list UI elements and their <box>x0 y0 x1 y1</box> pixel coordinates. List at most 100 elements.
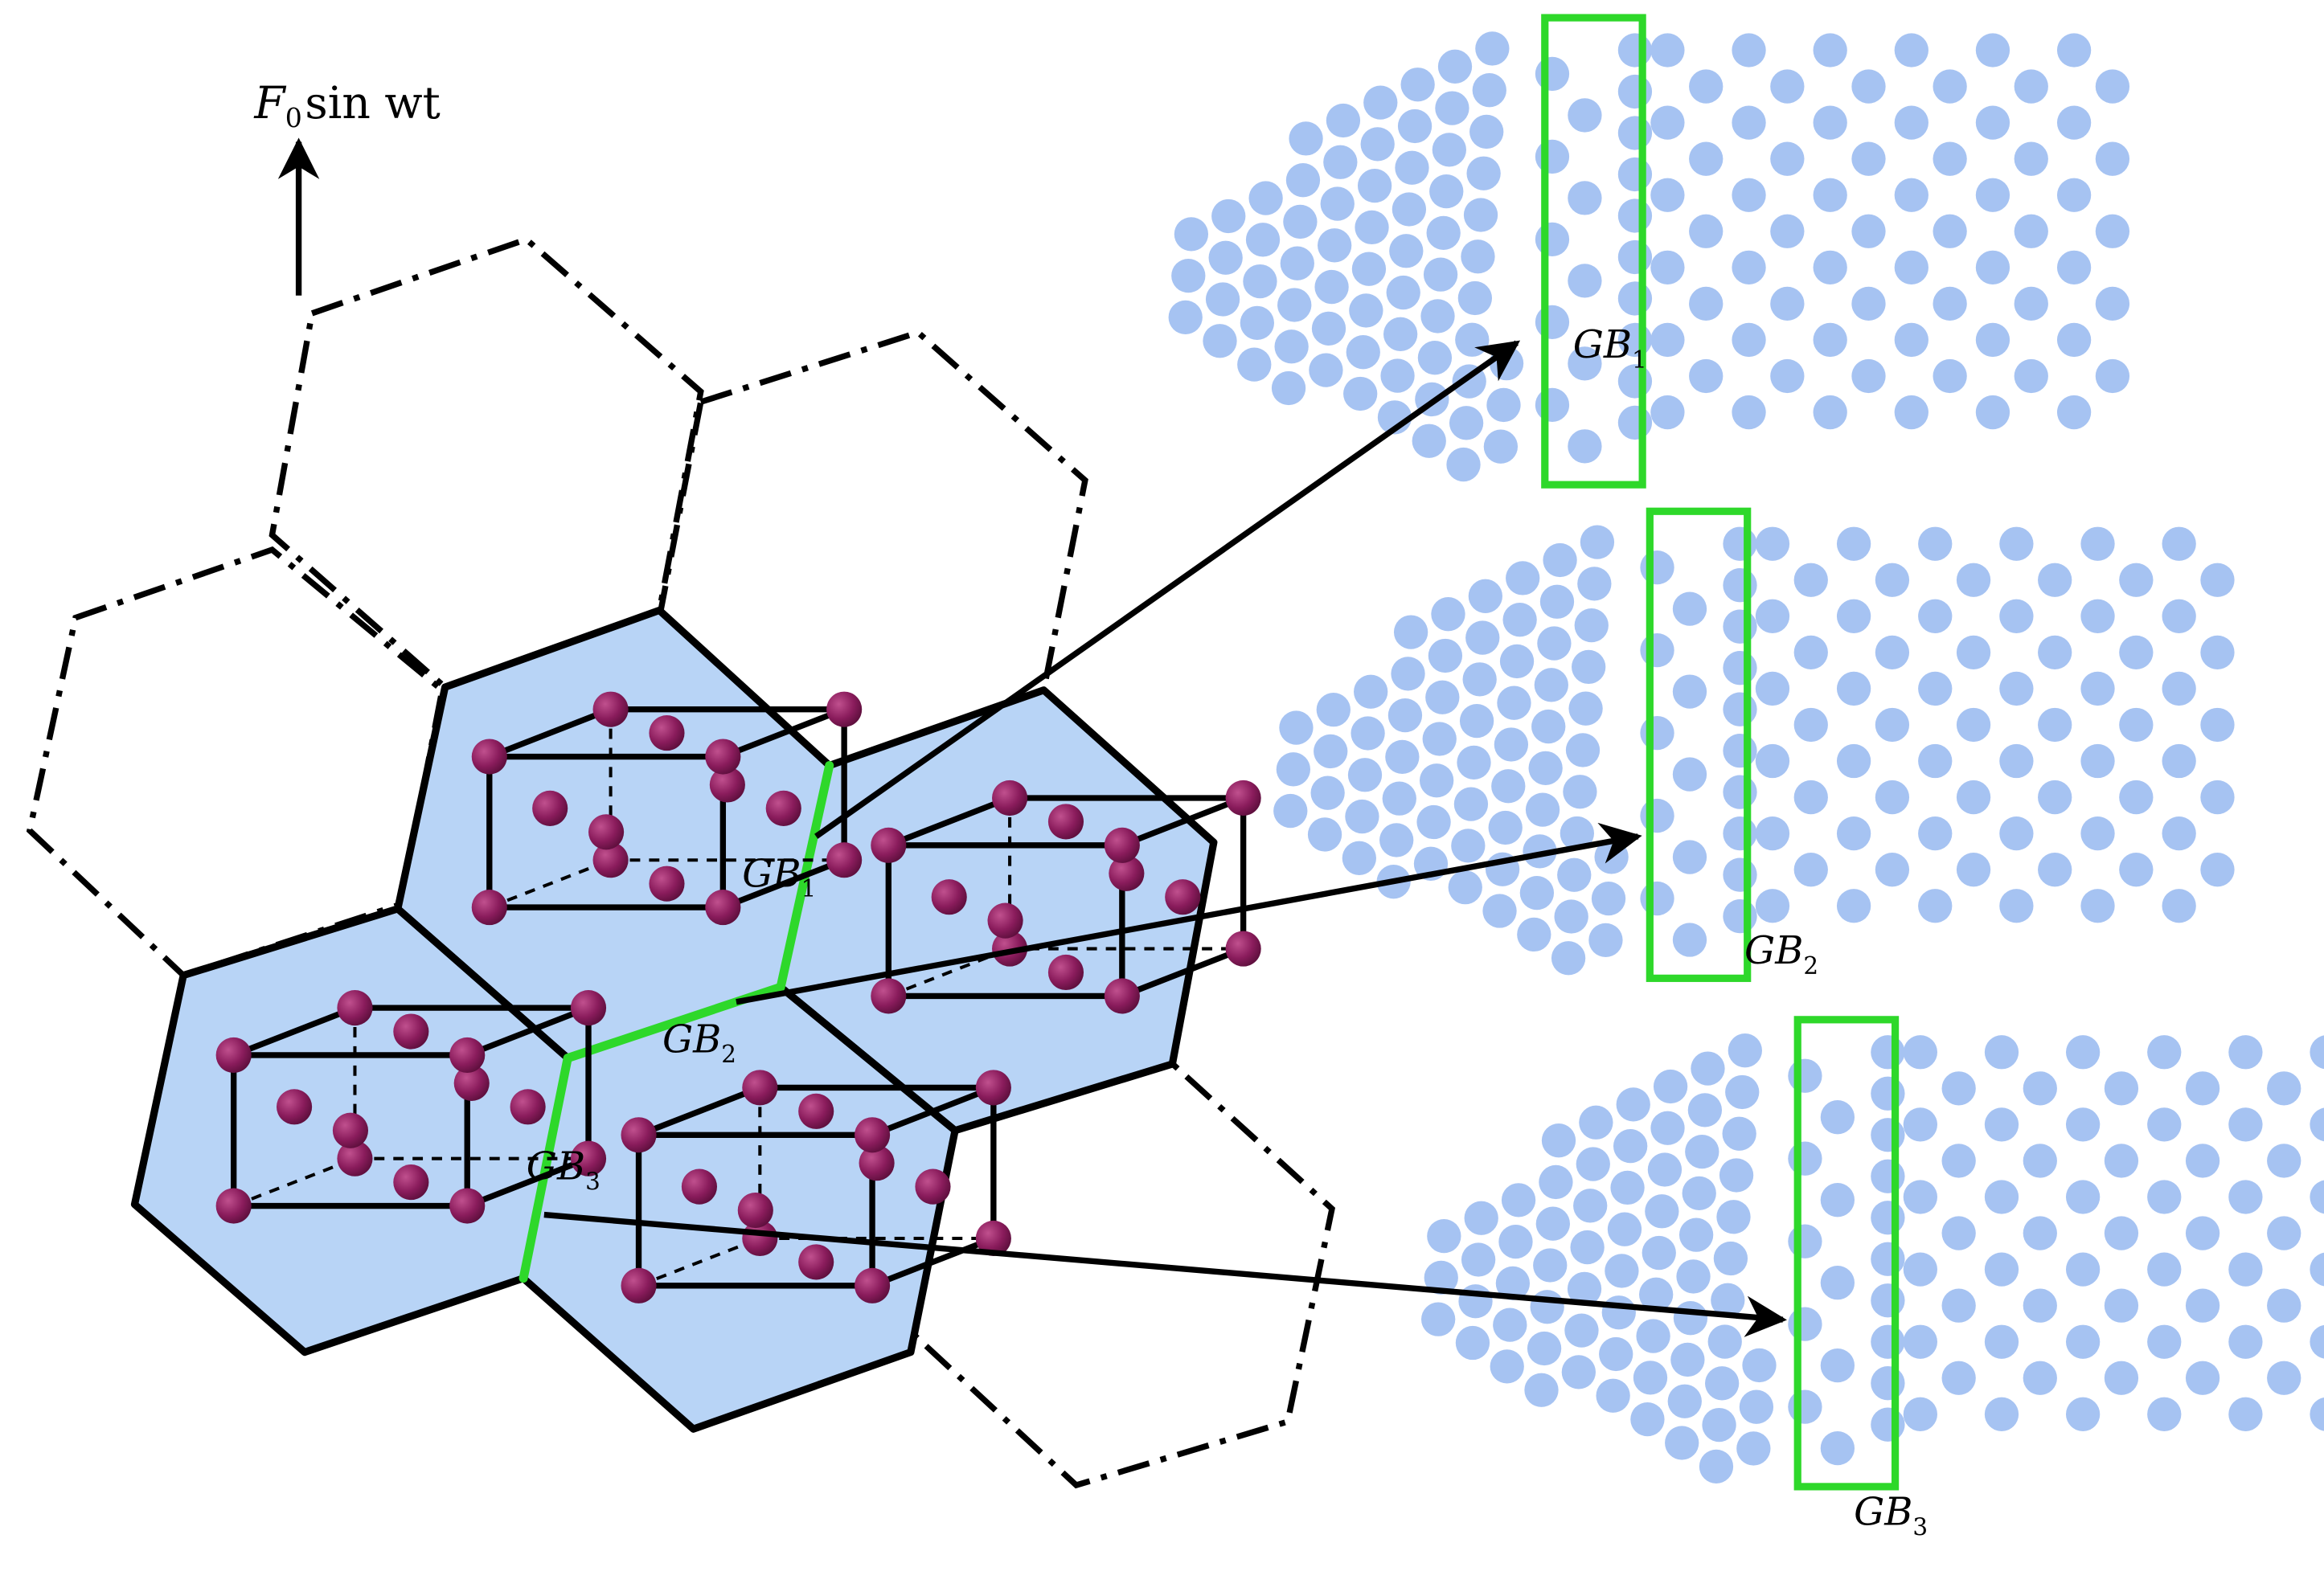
atom <box>1617 33 1653 68</box>
atom <box>1576 1147 1610 1181</box>
atom <box>1793 853 1828 887</box>
atom <box>1670 1342 1705 1377</box>
atom <box>1203 324 1237 358</box>
atom <box>1524 1373 1559 1407</box>
atom <box>1271 370 1306 406</box>
atom <box>1793 707 1828 743</box>
atom <box>1461 239 1495 274</box>
atom <box>2014 358 2048 394</box>
lattice-atom <box>1165 879 1201 915</box>
atom <box>2119 707 2154 743</box>
atom <box>1248 181 1283 215</box>
atom <box>1535 56 1570 92</box>
atom <box>1346 335 1380 370</box>
atom <box>2200 707 2235 743</box>
atom <box>1984 1107 2019 1142</box>
atom <box>2185 1216 2220 1250</box>
atom <box>2014 69 2048 104</box>
atom <box>1379 823 1414 857</box>
lattice-atom <box>1104 827 1140 863</box>
atom <box>1704 1366 1740 1401</box>
atom <box>2104 1216 2139 1250</box>
atom <box>1171 258 1206 293</box>
atom <box>1285 163 1321 198</box>
atom <box>1975 250 2010 284</box>
atom <box>1836 671 1871 706</box>
atom <box>1640 798 1674 833</box>
atom <box>1525 792 1560 827</box>
atom <box>1956 707 1991 743</box>
atom <box>1755 599 1790 633</box>
cell-edge <box>637 1084 761 1138</box>
atom <box>1672 840 1707 874</box>
atom <box>2080 889 2115 923</box>
atom <box>1975 322 2010 358</box>
atom <box>1466 156 1501 190</box>
atom <box>1599 1336 1633 1372</box>
atom <box>1725 1074 1760 1110</box>
atom <box>1672 674 1707 709</box>
atom <box>1678 1217 1714 1252</box>
fcc-unit-cell-icon <box>621 1070 1011 1303</box>
atom <box>1672 923 1707 957</box>
atom <box>1459 703 1494 739</box>
atom <box>1903 1397 1937 1431</box>
atom <box>1448 870 1482 905</box>
atom <box>2119 853 2154 887</box>
atom <box>1723 568 1757 603</box>
atom <box>1871 1076 1905 1111</box>
atom <box>1639 1277 1674 1312</box>
atom <box>1276 752 1311 787</box>
atom <box>1468 579 1502 613</box>
atom <box>1732 33 1766 68</box>
atom <box>1345 799 1379 834</box>
atom <box>1395 150 1429 185</box>
atom <box>2119 563 2154 597</box>
atom <box>1577 567 1612 601</box>
atom <box>2310 1107 2324 1142</box>
atom <box>1728 1033 1762 1068</box>
atom <box>1975 33 2010 68</box>
atom <box>1568 429 1602 464</box>
fcc-unit-cell-icon <box>215 990 607 1224</box>
atom <box>1788 1224 1822 1258</box>
atom <box>2080 816 2115 851</box>
atom <box>2162 599 2196 633</box>
atom <box>1665 1426 1699 1460</box>
atom <box>1464 1201 1498 1235</box>
atom <box>1617 239 1653 275</box>
atom <box>1871 1201 1905 1235</box>
atom <box>1903 1252 1937 1287</box>
atom <box>2065 1252 2101 1287</box>
lattice-atom <box>621 1267 657 1303</box>
atom <box>1975 178 2010 212</box>
atom <box>1326 103 1361 138</box>
atom <box>1617 116 1653 150</box>
atom <box>1813 33 1847 68</box>
atom <box>2056 322 2092 358</box>
atom <box>1531 709 1566 744</box>
atom <box>1462 662 1497 697</box>
atom <box>1956 780 1991 815</box>
atom <box>1650 178 1685 212</box>
atom <box>1426 215 1461 251</box>
atom <box>2038 563 2072 597</box>
cell-edge <box>232 1005 356 1058</box>
atom <box>2095 214 2130 248</box>
atom <box>2310 1180 2324 1214</box>
atom <box>1243 264 1277 299</box>
atom <box>1449 406 1484 440</box>
atom <box>1941 1361 1976 1395</box>
atom <box>1984 1180 2019 1214</box>
label-gb3-grain: GB3 <box>527 1144 600 1195</box>
lattice-atom <box>705 890 741 926</box>
atom <box>1650 105 1685 140</box>
boundary-box-1 <box>1541 14 1646 489</box>
atom <box>1530 1290 1564 1324</box>
atom <box>2310 1252 2324 1287</box>
atom <box>1875 853 1910 887</box>
atom <box>1707 1324 1742 1359</box>
atom <box>1820 1430 1855 1466</box>
atom <box>1533 1248 1568 1283</box>
atom <box>1999 743 2034 779</box>
